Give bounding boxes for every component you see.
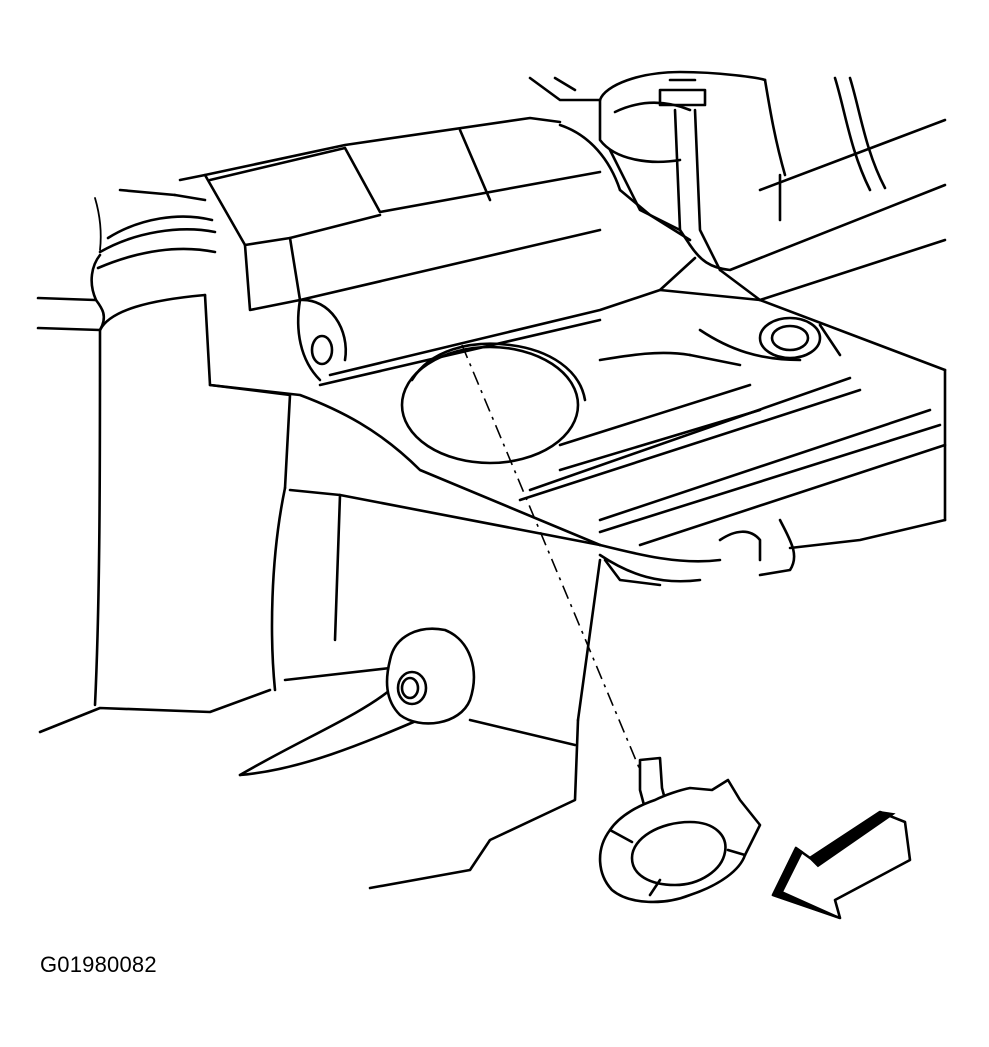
figure-code-label: G01980082 — [40, 952, 157, 977]
oil-pan-bolt — [598, 70, 767, 272]
lower-mount-boss — [238, 488, 602, 890]
direction-arrow-icon — [771, 810, 912, 920]
engine-housing — [36, 188, 392, 734]
oil-pan — [178, 76, 947, 587]
drain-plug — [598, 756, 762, 904]
leader-line — [461, 344, 641, 771]
